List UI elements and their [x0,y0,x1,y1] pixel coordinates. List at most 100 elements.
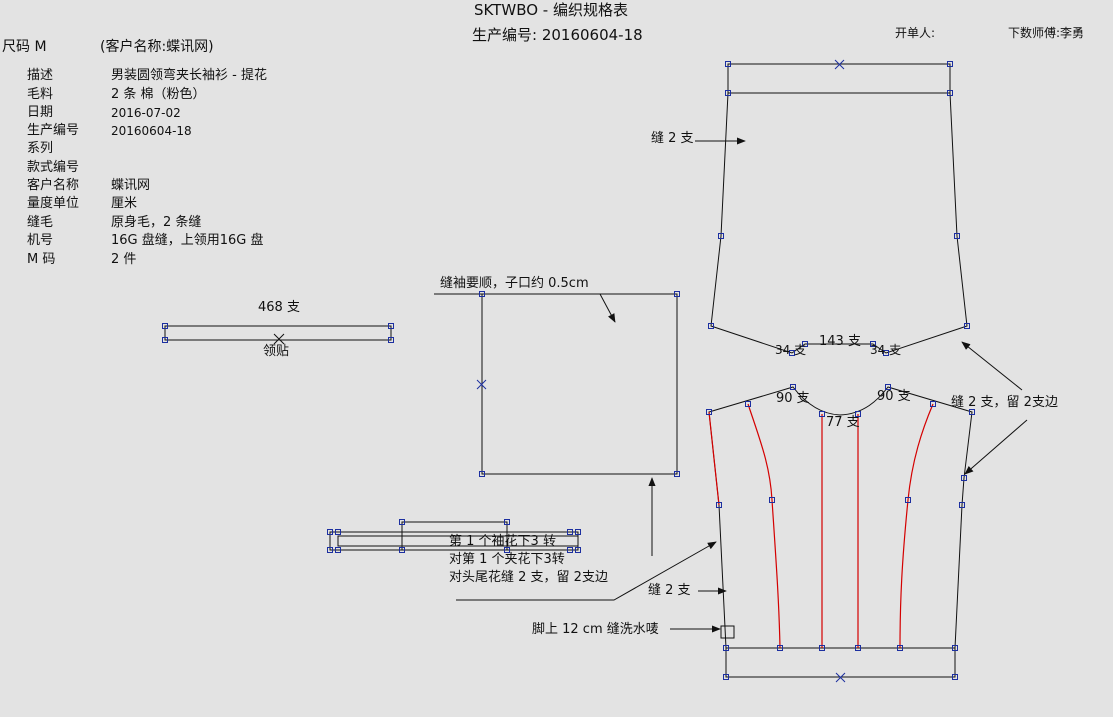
control-node [335,547,341,553]
front-neck-label: 77 支 [826,415,860,430]
control-node [870,341,876,347]
control-node [954,233,960,239]
spec-key: 描述 [27,68,54,83]
control-node [399,547,405,553]
control-node [327,529,333,535]
spec-key: 毛料 [27,87,54,102]
front-shoulder-right-label: 90 支 [877,389,911,404]
spec-key: M 码 [27,252,56,267]
control-node [952,645,958,651]
control-node [855,411,861,417]
back-side-right-label: 34 支 [870,343,902,357]
control-node [961,475,967,481]
spec-key: 机号 [27,233,54,248]
control-node [388,337,394,343]
control-node [388,323,394,329]
sew-bottom-label: 缝 2 支 [648,583,691,598]
control-node [399,519,405,525]
spec-value: 16G 盘缝，上领用16G 盘 [111,233,264,248]
spec-value: 2016-07-02 [111,106,181,120]
control-node [479,471,485,477]
wash-label-note: 脚上 12 cm 缝洗水唛 [532,622,659,637]
control-node [327,547,333,553]
size-label: 尺码 M [2,39,47,55]
control-node [885,384,891,390]
control-node [504,547,510,553]
control-node [947,61,953,67]
spec-value: 20160604-18 [111,124,192,138]
customer-header: (客户名称:蝶讯网) [100,39,214,55]
control-node [725,61,731,67]
control-node [575,547,581,553]
collar-count-label: 468 支 [258,300,300,315]
spec-key: 款式编号 [27,160,80,175]
control-node [789,350,795,356]
guide-lines [708,403,934,649]
spec-key: 量度单位 [27,196,80,211]
spec-value: 蝶讯网 [111,178,151,193]
spec-value: 2 件 [111,252,137,267]
spec-value: 原身毛，2 条缝 [111,215,202,230]
control-node [745,401,751,407]
control-node [335,529,341,535]
control-node [952,674,958,680]
control-node [897,645,903,651]
front-panel [708,386,973,683]
spec-value: 男装圆领弯夹长袖衫 - 提花 [111,68,267,83]
control-nodes [162,61,975,680]
production-number: 生产编号: 20160604-18 [472,26,643,44]
control-node [674,471,680,477]
control-node [802,341,808,347]
control-node [905,497,911,503]
control-node [819,645,825,651]
control-node [855,645,861,651]
control-node [790,384,796,390]
control-node [969,409,975,415]
control-node [504,519,510,525]
control-node [723,645,729,651]
leader-arrows [434,137,1028,633]
control-node [708,323,714,329]
control-node [718,233,724,239]
control-node [964,323,970,329]
control-node [769,497,775,503]
control-node [575,529,581,535]
front-shoulder-left-label: 90 支 [776,391,810,406]
control-node [674,291,680,297]
spec-key: 客户名称 [27,178,80,193]
control-node [567,529,573,535]
back-panel [710,59,968,354]
jacquard-pieces [329,521,579,551]
sleeve-panel [476,293,678,475]
control-node [716,502,722,508]
control-node [723,674,729,680]
control-node [947,90,953,96]
issuer-label: 开单人: [895,26,936,40]
sew-margin-label: 缝 2 支，留 2支边 [951,395,1058,410]
control-node [479,291,485,297]
collar-label: 领贴 [263,344,290,359]
spec-key: 生产编号 [27,123,80,138]
sleeve-note: 缝袖要顺，子口约 0.5cm [440,276,589,291]
control-node [959,502,965,508]
jacquard-note-2: 对第 1 个夹花下3转 [449,552,565,567]
back-side-left-label: 34 支 [775,343,807,357]
control-node [725,90,731,96]
sew-top-label: 缝 2 支 [651,131,694,146]
control-node [819,411,825,417]
sheet-title: SKTWBO - 编织规格表 [474,1,628,19]
control-node [706,409,712,415]
control-node [162,323,168,329]
technician-label: 下数师傅:李勇 [1008,26,1085,40]
jacquard-note-3: 对头尾花缝 2 支，留 2支边 [449,570,608,585]
control-node [777,645,783,651]
control-node [883,350,889,356]
back-hem-label: 143 支 [819,334,861,349]
spec-key: 缝毛 [27,215,54,230]
jacquard-note-1: 第 1 个袖花下3 转 [449,534,556,549]
control-node [162,337,168,343]
collar-strip [164,325,392,345]
spec-value: 2 条 棉（粉色） [111,87,206,102]
